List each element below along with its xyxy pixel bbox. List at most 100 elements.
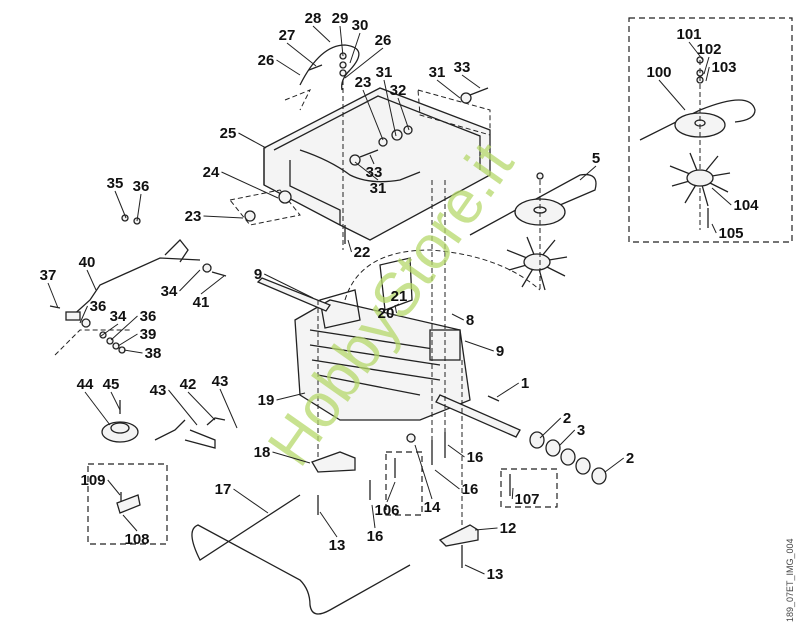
leader-line-34 — [100, 323, 119, 337]
leader-line-16 — [434, 469, 460, 490]
callout-20[interactable]: 20 — [378, 305, 395, 322]
hardware-frame — [244, 52, 489, 244]
leader-line-43 — [219, 388, 238, 429]
callout-36[interactable]: 36 — [90, 298, 107, 315]
leader-line-30 — [349, 32, 361, 64]
leader-line-32 — [397, 97, 410, 131]
leader-line-5 — [579, 165, 597, 181]
pulley-44 — [101, 400, 139, 443]
callout-107[interactable]: 107 — [514, 491, 539, 508]
callout-37[interactable]: 37 — [40, 267, 57, 284]
callout-3[interactable]: 3 — [577, 422, 585, 439]
side-plate-left — [229, 189, 301, 226]
callout-18[interactable]: 18 — [254, 444, 271, 461]
callout-106[interactable]: 106 — [374, 502, 399, 519]
fan-kit-inset — [639, 56, 756, 230]
callout-39[interactable]: 39 — [140, 326, 157, 343]
callout-42[interactable]: 42 — [180, 376, 197, 393]
linkage-rod — [49, 214, 227, 356]
callout-22[interactable]: 22 — [354, 244, 371, 261]
callout-40[interactable]: 40 — [79, 254, 96, 271]
callout-31[interactable]: 31 — [370, 180, 387, 197]
leader-line-109 — [107, 479, 121, 496]
callout-35[interactable]: 35 — [107, 175, 124, 192]
leader-line-43 — [168, 389, 198, 426]
callout-105[interactable]: 105 — [718, 225, 743, 242]
leader-line-35 — [114, 190, 127, 219]
bracket-18 — [311, 451, 356, 473]
callout-24[interactable]: 24 — [203, 164, 220, 181]
callout-19[interactable]: 19 — [258, 392, 275, 409]
callout-1[interactable]: 1 — [521, 375, 529, 392]
leader-line-101 — [688, 41, 704, 61]
callout-101[interactable]: 101 — [676, 26, 701, 43]
option-box-fan-kit — [628, 17, 793, 243]
callout-104[interactable]: 104 — [733, 197, 759, 214]
guide-lines — [317, 80, 541, 530]
callout-41[interactable]: 41 — [193, 294, 210, 311]
callout-33[interactable]: 33 — [454, 59, 471, 76]
leader-line-2 — [604, 457, 625, 473]
callout-16[interactable]: 16 — [367, 528, 384, 545]
callout-12[interactable]: 12 — [500, 520, 517, 537]
callout-43[interactable]: 43 — [150, 382, 167, 399]
leader-line-106 — [386, 481, 396, 503]
callout-100[interactable]: 100 — [646, 64, 671, 81]
fan-main — [506, 236, 568, 291]
callout-29[interactable]: 29 — [332, 10, 349, 27]
callout-27[interactable]: 27 — [279, 27, 296, 44]
callout-34[interactable]: 34 — [110, 308, 127, 325]
leader-line-13 — [464, 564, 485, 575]
callout-8[interactable]: 8 — [466, 312, 474, 329]
callout-2[interactable]: 2 — [563, 410, 571, 427]
callout-44[interactable]: 44 — [77, 376, 94, 393]
leader-line-39 — [117, 333, 138, 347]
callout-17[interactable]: 17 — [215, 481, 232, 498]
callout-14[interactable]: 14 — [424, 499, 441, 516]
leader-line-19 — [276, 392, 306, 401]
leader-line-2 — [539, 417, 562, 439]
leader-line-107 — [511, 487, 514, 500]
leader-line-26 — [344, 47, 384, 79]
callout-109[interactable]: 109 — [80, 472, 105, 489]
callout-9[interactable]: 9 — [254, 266, 262, 283]
handle-bar — [191, 494, 411, 615]
callout-16[interactable]: 16 — [467, 449, 484, 466]
callout-23[interactable]: 23 — [185, 208, 202, 225]
callout-36[interactable]: 36 — [133, 178, 150, 195]
callout-23[interactable]: 23 — [355, 74, 372, 91]
callout-108[interactable]: 108 — [124, 531, 149, 548]
leader-line-104 — [711, 187, 732, 206]
callout-2[interactable]: 2 — [626, 450, 634, 467]
callout-31[interactable]: 31 — [429, 64, 446, 81]
leader-line-42 — [187, 391, 216, 421]
callout-9[interactable]: 9 — [496, 343, 504, 360]
callout-26[interactable]: 26 — [258, 52, 275, 69]
callout-34[interactable]: 34 — [161, 283, 178, 300]
leader-line-21 — [387, 303, 400, 311]
callout-102[interactable]: 102 — [696, 41, 721, 58]
callout-25[interactable]: 25 — [220, 125, 237, 142]
callout-30[interactable]: 30 — [352, 17, 369, 34]
callout-43[interactable]: 43 — [212, 373, 229, 390]
leader-line-26 — [276, 59, 301, 76]
leader-line-12 — [474, 527, 498, 531]
callout-13[interactable]: 13 — [329, 537, 346, 554]
callout-28[interactable]: 28 — [305, 10, 322, 27]
callout-5[interactable]: 5 — [592, 150, 600, 167]
callout-26[interactable]: 26 — [375, 32, 392, 49]
callout-36[interactable]: 36 — [140, 308, 157, 325]
callout-13[interactable]: 13 — [487, 566, 504, 583]
callout-21[interactable]: 21 — [391, 288, 408, 305]
callout-33[interactable]: 33 — [366, 164, 383, 181]
callout-103[interactable]: 103 — [711, 59, 736, 76]
leader-line-23 — [203, 215, 244, 219]
callout-38[interactable]: 38 — [145, 345, 162, 362]
linkage-42 — [154, 417, 226, 449]
callout-16[interactable]: 16 — [462, 481, 479, 498]
callout-32[interactable]: 32 — [390, 82, 407, 99]
callout-45[interactable]: 45 — [103, 376, 120, 393]
callout-31[interactable]: 31 — [376, 64, 393, 81]
leader-line-33 — [461, 74, 481, 89]
